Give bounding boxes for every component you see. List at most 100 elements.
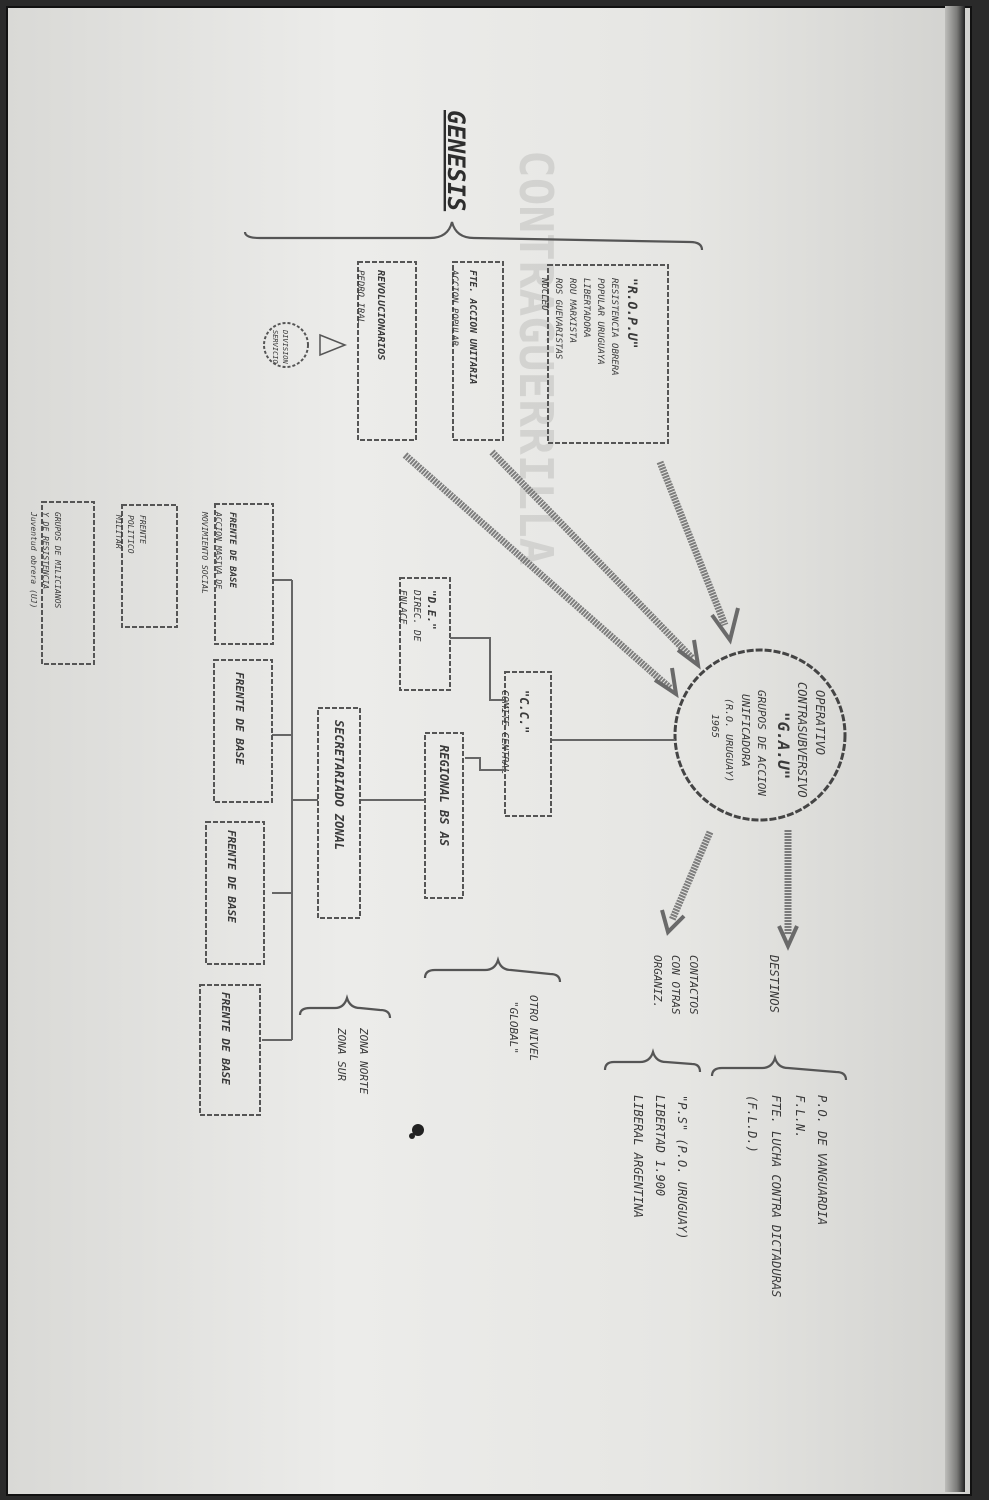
- ropu-line-2: RESISTENCIA OBRERA: [609, 278, 619, 376]
- connector-cc-regional: [465, 757, 505, 771]
- ropu-line-5: ROU MARXISTA: [567, 278, 577, 343]
- box-direc-enlace: [399, 577, 451, 691]
- secretariado-label: SECRETARIADO ZONAL: [332, 720, 346, 850]
- ropu-line-6: ROS GUEVARISTAS: [553, 278, 563, 360]
- arrowhead-ropu: [710, 607, 740, 645]
- box-sub-1: [121, 504, 178, 628]
- box-sub-2: [41, 501, 95, 665]
- contactos-label: CONTACTOS CON OTRAS ORGANIZ.: [651, 955, 700, 1015]
- zona-sur: ZONA SUR: [335, 1027, 348, 1081]
- de-line-3: ENLACE: [397, 590, 408, 625]
- genesis-header: GENESIS: [442, 110, 470, 211]
- hub-circle: [673, 648, 847, 822]
- contactos-detail-2: LIBERTAD 1.900: [653, 1095, 667, 1196]
- brace-destinos: [710, 1054, 848, 1081]
- sub-1-line-2: POLITICO: [126, 515, 135, 554]
- box-revol-text: REVOLUCIONARIOS PEDRO IRAL: [355, 270, 386, 360]
- fau-line-2: ACCION POPULAR: [449, 269, 459, 346]
- cc-text: "C.C." COMITE CENTRAL: [499, 690, 531, 774]
- paper-shadow-edge: [945, 6, 965, 1492]
- hub-line-6: (R.O. URUGUAY): [723, 698, 734, 782]
- frente-1-line-2: ACCION MASIVA DE: [214, 511, 223, 589]
- box-regional: [424, 732, 464, 899]
- box-fau: [452, 261, 504, 441]
- contactos-line-2: CON OTRAS: [669, 955, 682, 1015]
- regional-text: REGIONAL BS AS: [437, 745, 451, 846]
- revol-line-1: REVOLUCIONARIOS: [375, 270, 386, 360]
- box-comite-central: [504, 671, 552, 817]
- frente-1-line-3: MOVIMIENTO SOCIAL: [200, 511, 209, 594]
- arrow-ropu-to-hub: [656, 460, 729, 627]
- paper-sheet: [6, 6, 972, 1496]
- seal-line-1: DIVISION: [281, 329, 289, 365]
- hub-line-1: OPERATIVO: [813, 690, 827, 755]
- genesis-title: GENESIS: [442, 110, 470, 211]
- sub-2-line-3: Juventud obrera (UJ): [29, 511, 38, 608]
- ropu-line-4: LIBERTADORA: [581, 278, 591, 338]
- box-frente-3: [205, 821, 265, 965]
- destinos-detail: P.O. DE VANGUARDIA F.L.N. FTE. LUCHA CON…: [745, 1095, 829, 1297]
- sub-1-line-3: MILITAR: [114, 514, 123, 549]
- destinos-text: DESTINOS: [767, 954, 781, 1013]
- contactos-detail-3: LIBERAL ARGENTINA: [631, 1095, 645, 1218]
- destinos-detail-4: (F.L.D.): [745, 1095, 759, 1153]
- box-fau-text: FTE. ACCION UNITARIA ACCION POPULAR: [449, 269, 478, 384]
- destinos-detail-3: FTE. LUCHA CONTRA DICTADURAS: [769, 1095, 783, 1297]
- arrowhead-contactos: [660, 909, 686, 936]
- contactos-detail: "P.S" (P.O. URUGUAY) LIBERTAD 1.900 LIBE…: [631, 1095, 689, 1240]
- frente-2-label: FRENTE DE BASE: [233, 672, 246, 765]
- contactos-line-3: ORGANIZ.: [651, 955, 664, 1008]
- hub-text: OPERATIVO CONTRASUBVERSIVO "G.A.U" GRUPO…: [709, 682, 827, 798]
- frente-2-text: FRENTE DE BASE: [233, 672, 246, 765]
- box-revolucionarios: [357, 261, 417, 441]
- brace-contactos: [603, 1048, 702, 1073]
- zona-norte: ZONA NORTE: [357, 1027, 370, 1095]
- box-ropu-text: "R.O.P.U" RESISTENCIA OBRERA POPULAR URU…: [539, 277, 639, 376]
- hub-line-4: GRUPOS DE ACCION: [755, 690, 768, 796]
- hub-line-5: UNIFICADORA: [739, 694, 752, 767]
- frente-1-line-1: FRENTE DE BASE: [227, 512, 237, 588]
- sub-2-line-1: GRUPOS DE MILICIANOS: [53, 512, 62, 609]
- hub-line-3: "G.A.U": [774, 712, 793, 779]
- hub-line-2: CONTRASUBVERSIVO: [795, 682, 809, 798]
- otro-nivel-label: OTRO NIVEL "GLOBAL": [507, 995, 540, 1061]
- seal-line-2: SERVICIO: [271, 330, 279, 364]
- frente-3-label: FRENTE DE BASE: [225, 830, 238, 923]
- arrow-revol-to-hub: [402, 452, 673, 691]
- cc-line-1: "C.C.": [517, 690, 531, 733]
- brace-zonas: [298, 994, 392, 1019]
- otro-nivel-line-1: OTRO NIVEL: [527, 995, 540, 1061]
- ink-blot: [412, 1124, 424, 1136]
- de-line-2: DIREC. DE: [411, 589, 422, 642]
- de-text: "D.E." DIREC. DE ENLACE: [397, 589, 438, 642]
- connector-cc-de: [450, 637, 505, 701]
- box-frente-1: [214, 503, 274, 645]
- frente-4-label: FRENTE DE BASE: [219, 992, 232, 1085]
- contactos-detail-1: "P.S" (P.O. URUGUAY): [675, 1095, 689, 1240]
- ropu-line-3: POPULAR URUGUAYA: [595, 278, 605, 365]
- destinos-label: DESTINOS: [767, 954, 781, 1013]
- regional-label: REGIONAL BS AS: [437, 745, 451, 846]
- box-ropu: [547, 264, 669, 444]
- ropu-line-1: "R.O.P.U": [624, 278, 639, 348]
- destinos-detail-1: P.O. DE VANGUARDIA: [815, 1095, 829, 1225]
- frente-3-text: FRENTE DE BASE: [225, 830, 238, 923]
- otro-nivel-line-2: "GLOBAL": [507, 1001, 520, 1054]
- bleed-through-text: CONTRAGUERRILLA: [509, 150, 563, 565]
- revol-line-2: PEDRO IRAL: [355, 270, 365, 324]
- cc-line-2: COMITE CENTRAL: [499, 690, 510, 774]
- brace-otro-nivel: [423, 956, 562, 983]
- ink-blot-2: [409, 1133, 415, 1139]
- secretariado-text: SECRETARIADO ZONAL: [332, 720, 346, 850]
- arrow-hub-to-contactos: [668, 830, 714, 922]
- frente-1-text: FRENTE DE BASE ACCION MASIVA DE MOVIMIEN…: [200, 511, 237, 594]
- ropu-line-7: NUCLEO: [539, 277, 549, 311]
- zonas-label: ZONA NORTE ZONA SUR: [335, 1027, 370, 1095]
- hub-line-7: 1965: [709, 714, 720, 738]
- frente-4-text: FRENTE DE BASE: [219, 992, 232, 1085]
- contactos-line-1: CONTACTOS: [687, 955, 700, 1015]
- sub-2-line-2: Y DE RESISTENCIA: [41, 512, 50, 589]
- fau-line-1: FTE. ACCION UNITARIA: [467, 270, 478, 384]
- top-brace: [243, 221, 704, 251]
